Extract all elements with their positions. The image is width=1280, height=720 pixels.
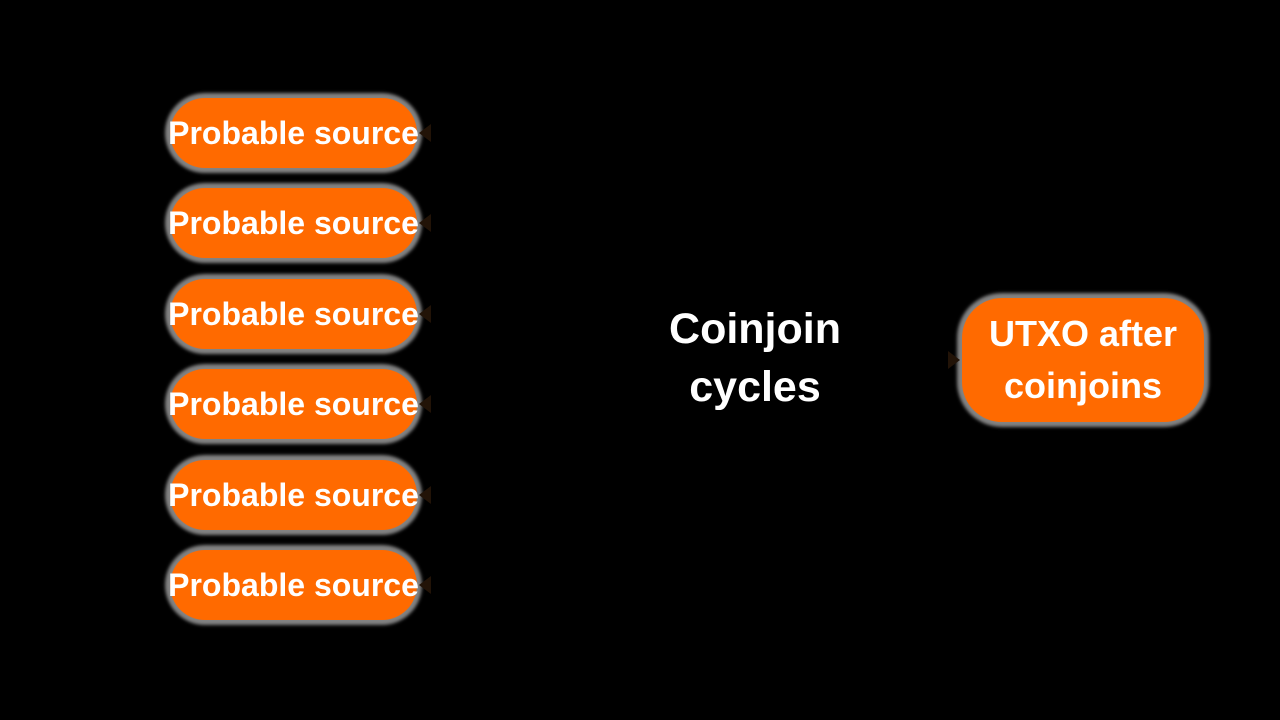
- center-label-line2: cycles: [689, 363, 821, 411]
- source-node: Probable source: [168, 279, 431, 349]
- source-node-label: Probable source: [168, 566, 419, 603]
- result-node: UTXO after coinjoins: [948, 298, 1204, 422]
- result-node-line2: coinjoins: [1003, 365, 1162, 406]
- result-node-line1: UTXO after: [988, 313, 1178, 354]
- connector-arrowhead-icon: [419, 576, 431, 594]
- source-node-label: Probable source: [168, 385, 419, 422]
- connector-arrowhead-icon: [419, 486, 431, 504]
- source-node: Probable source: [168, 188, 431, 258]
- connector-arrowhead-icon: [419, 124, 431, 142]
- source-node: Probable source: [168, 460, 431, 530]
- connector-arrowhead-icon: [948, 351, 960, 369]
- source-node: Probable source: [168, 98, 431, 168]
- source-node-label: Probable source: [168, 476, 419, 513]
- source-node-label: Probable source: [168, 204, 419, 241]
- connector-arrowhead-icon: [419, 395, 431, 413]
- connector-arrowhead-icon: [419, 305, 431, 323]
- center-label-line1: Coinjoin: [669, 305, 841, 353]
- source-node-label: Probable source: [168, 114, 419, 151]
- center-label: Coinjoin cycles: [605, 300, 905, 416]
- source-node: Probable source: [168, 369, 431, 439]
- connector-arrowhead-icon: [419, 214, 431, 232]
- source-node-label: Probable source: [168, 295, 419, 332]
- source-node: Probable source: [168, 550, 431, 620]
